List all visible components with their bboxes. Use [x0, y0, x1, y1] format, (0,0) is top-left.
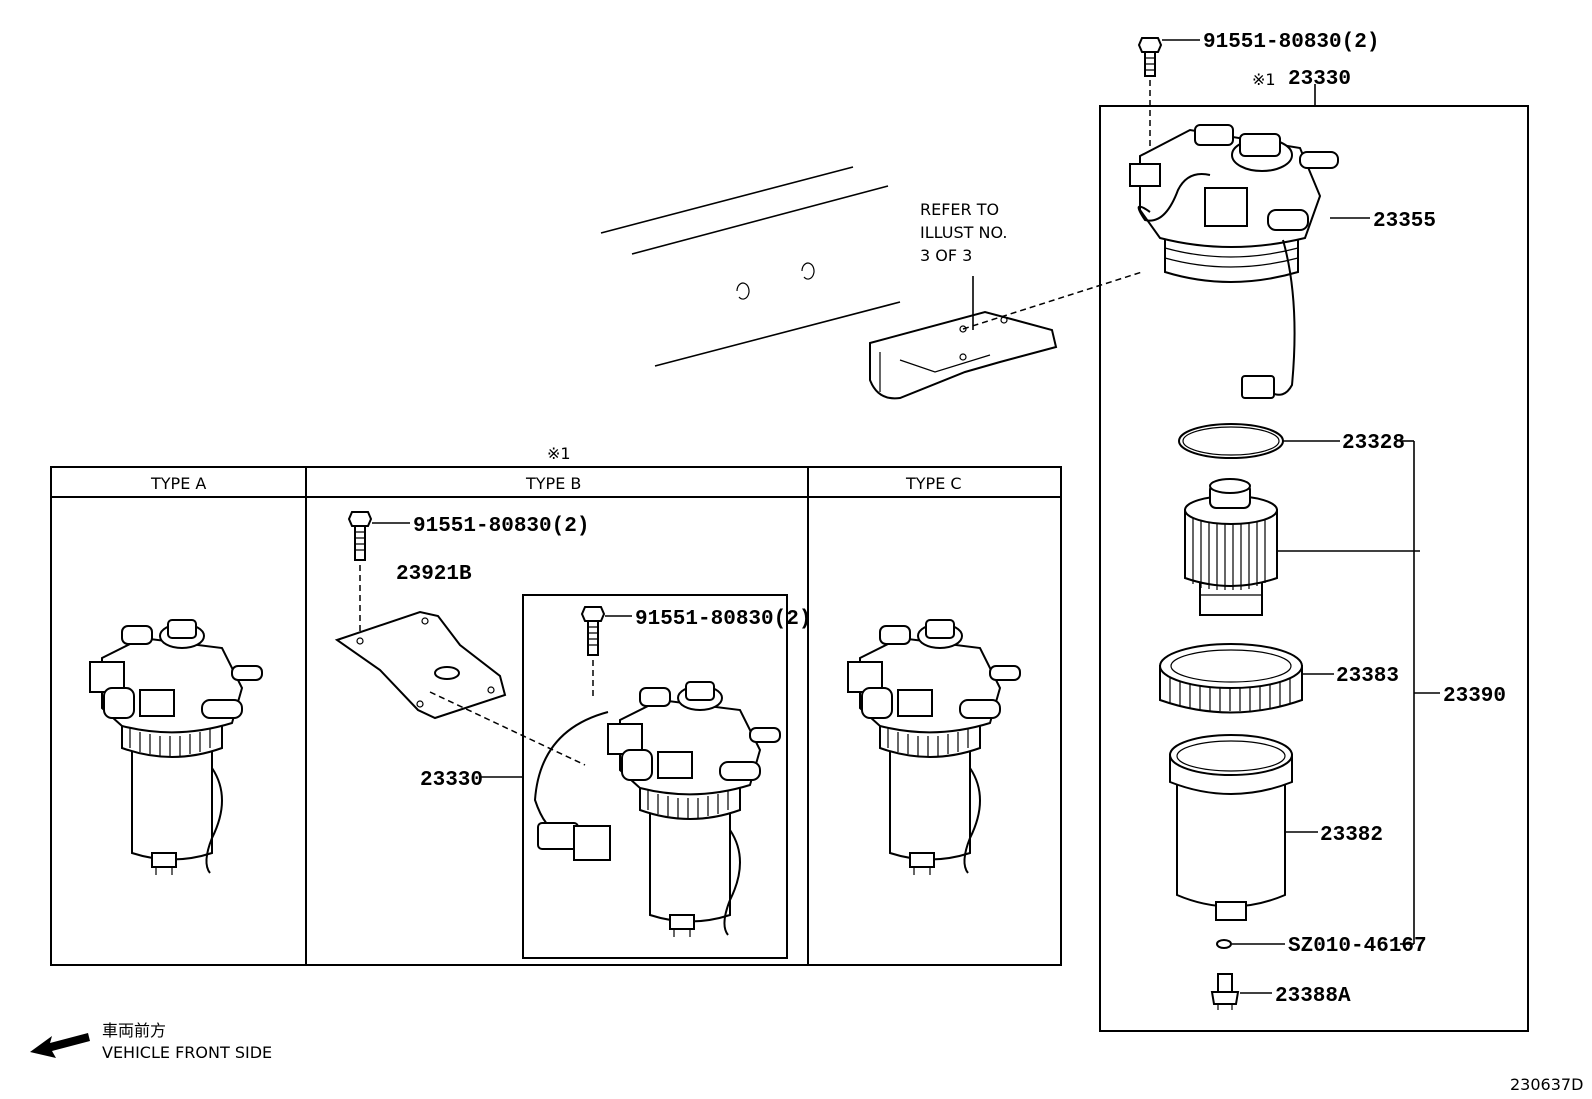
label-23328: 23328	[1342, 432, 1405, 455]
drain-gasket	[1216, 939, 1232, 949]
label-bolt-type-b-1: 91551-80830(2)	[413, 515, 589, 538]
label-23382: 23382	[1320, 824, 1383, 847]
filter-type-b	[607, 681, 781, 938]
drain-plug	[1210, 973, 1240, 1010]
bolt-type-b-1	[347, 511, 373, 561]
refer-line-2: ILLUST NO.	[920, 223, 1007, 242]
label-23355: 23355	[1373, 210, 1436, 233]
bracket-upper	[869, 310, 1058, 400]
bolt-top	[1137, 37, 1163, 77]
ring-nut	[1159, 643, 1303, 714]
label-bolt-top: 91551-80830(2)	[1203, 31, 1379, 54]
bracket-type-b	[334, 610, 507, 720]
label-bracket-23921b: 23921B	[396, 563, 472, 586]
label-23383: 23383	[1336, 665, 1399, 688]
label-bolt-type-b-2: 91551-80830(2)	[635, 608, 811, 631]
front-arrow-icon	[30, 1033, 90, 1058]
label-23388a: 23388A	[1275, 985, 1351, 1008]
label-assy-top-mark: ※1	[1252, 70, 1276, 89]
label-sz010: SZ010-46167	[1288, 935, 1427, 958]
header-type-b: TYPE B	[525, 474, 581, 493]
type-table	[50, 466, 1062, 966]
o-ring	[1178, 423, 1284, 459]
filter-bowl	[1169, 734, 1293, 921]
refer-line-1: REFER TO	[920, 200, 999, 219]
label-assy-top: 23330	[1288, 68, 1351, 91]
filter-head	[1129, 124, 1339, 399]
label-front-en: VEHICLE FRONT SIDE	[102, 1043, 272, 1062]
refer-line-3: 3 OF 3	[920, 246, 972, 265]
label-23330-type-b: 23330	[420, 769, 483, 792]
frame-rail	[600, 166, 901, 367]
header-type-a: TYPE A	[150, 474, 206, 493]
filter-element	[1184, 478, 1278, 616]
label-front-jp: 車両前方	[102, 1021, 166, 1040]
filter-type-a	[89, 619, 263, 876]
diagram-id: 230637D	[1510, 1075, 1583, 1094]
label-23390: 23390	[1443, 685, 1506, 708]
header-type-c: TYPE C	[905, 474, 962, 493]
assembly-box	[1099, 105, 1529, 1032]
bolt-type-b-2	[580, 606, 606, 656]
filter-type-c	[847, 619, 1021, 876]
label-table-mark: ※1	[547, 444, 571, 463]
